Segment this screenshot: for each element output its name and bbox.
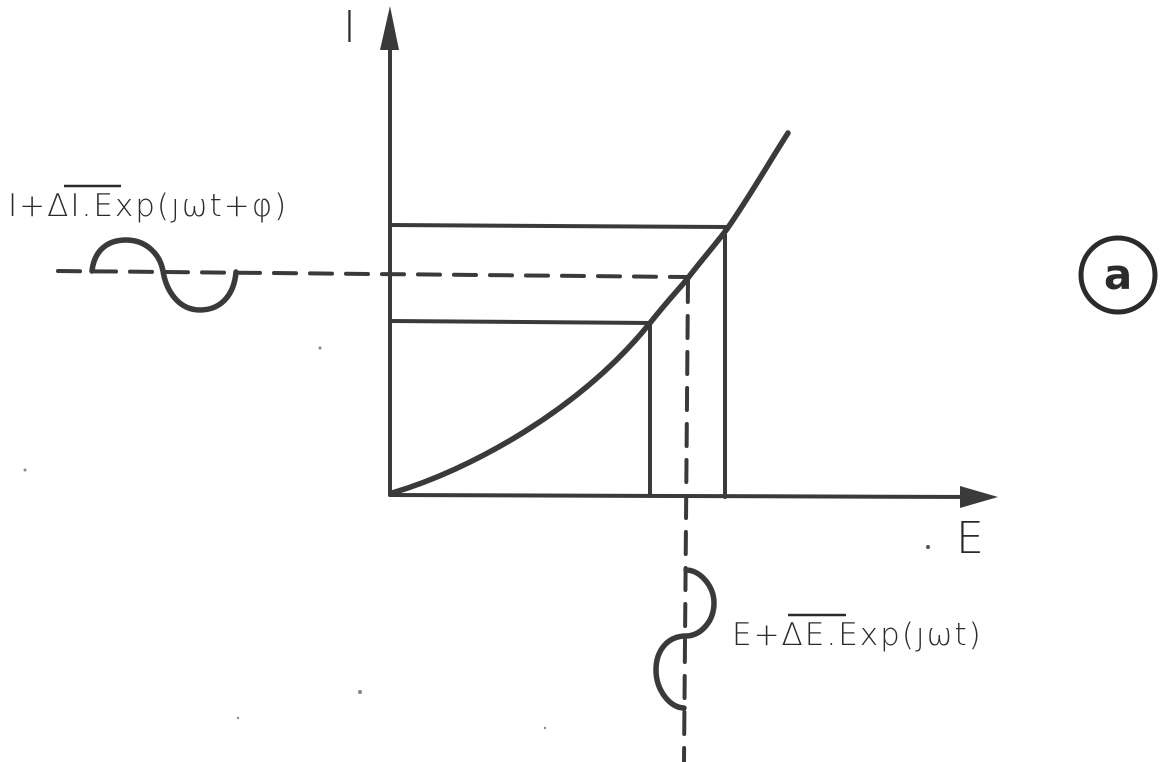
x-axis-label: E	[956, 513, 984, 564]
dc-current-dashed-line	[56, 269, 690, 279]
stray-dot	[926, 545, 930, 549]
panel-label-circle	[1078, 235, 1158, 315]
current-expression: I+ΔI.Exp(ȷωt+φ)	[8, 188, 288, 224]
scan-specks	[23, 346, 547, 730]
panel-label: a	[1104, 250, 1132, 299]
axes	[380, 6, 998, 508]
y-axis-label: I	[343, 2, 356, 53]
current-potential-curve	[389, 130, 791, 496]
potential-expression: E+ΔE.Exp(ȷωt)	[732, 617, 983, 653]
x-axis-arrow	[960, 486, 998, 508]
current-sine-wave	[89, 237, 239, 313]
lower-current-line	[388, 319, 652, 325]
operating-point-lines	[56, 269, 690, 762]
potential-sine-wave	[653, 567, 717, 711]
upper-current-line	[388, 223, 729, 229]
dc-potential-dashed-line	[682, 278, 690, 762]
y-axis-arrow	[380, 6, 399, 50]
panel-label-badge: a	[1078, 235, 1158, 315]
projection-lines	[388, 223, 729, 499]
